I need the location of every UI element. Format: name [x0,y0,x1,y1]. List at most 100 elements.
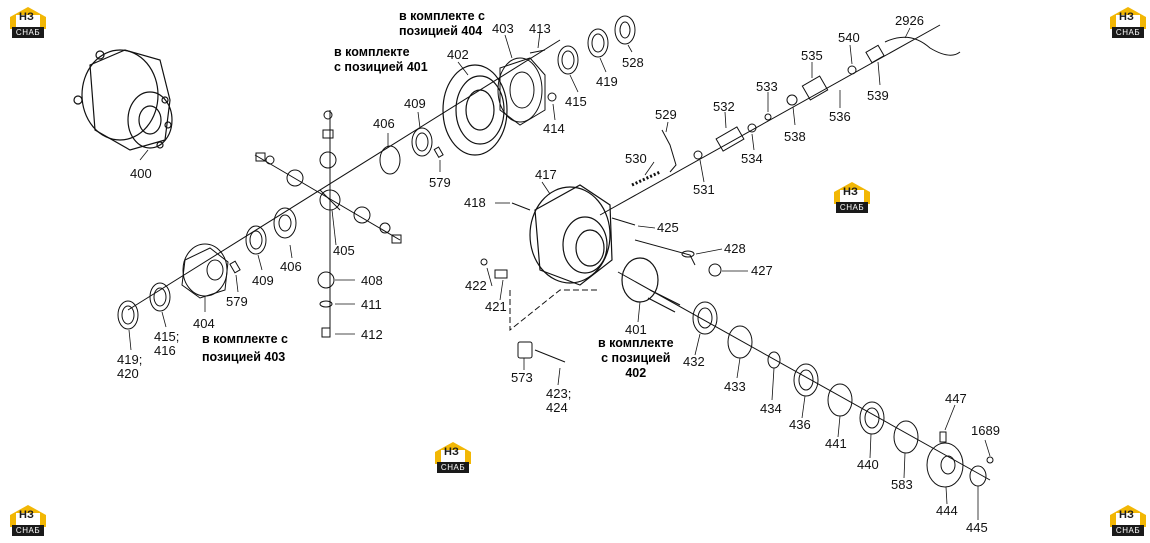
label-401: 401 [625,322,647,337]
part-417-housing [529,184,613,286]
label-579-left: 579 [226,294,248,309]
label-444: 444 [936,503,958,518]
label-573: 573 [511,370,533,385]
logo-house-icon [834,182,870,204]
part-428-oring [681,250,695,258]
label-530: 530 [625,151,647,166]
part-409-washer-right [411,127,433,157]
label-414: 414 [543,121,565,136]
label-531: 531 [693,182,715,197]
left-assembly-axis [127,39,561,311]
part-419-ring-top [587,28,609,58]
part-408-gear-top [319,151,337,169]
label-428: 428 [724,241,746,256]
part-529-fork [661,129,677,173]
label-2926: 2926 [895,13,924,28]
part-573-sleeve [517,341,533,359]
label-400: 400 [130,166,152,181]
part-531-washer [693,150,703,160]
part-583-shield [893,420,919,454]
shift-axis [599,24,941,216]
part-413-bolt [529,49,546,54]
label-433: 433 [724,379,746,394]
label-425: 425 [657,220,679,235]
logo-sub: СНАБ [1112,27,1144,38]
label-447: 447 [945,391,967,406]
label-421: 421 [485,299,507,314]
label-415: 415 [565,94,587,109]
part-441-shim [827,383,853,417]
part-532-shaft [715,126,745,152]
part-530-spring [631,170,661,187]
logo-house-icon [10,7,46,29]
label-405: 405 [333,243,355,258]
label-409-right: 409 [404,96,426,111]
part-534-ring [747,123,757,133]
pinion-axis [617,271,991,481]
part-436-bearing [793,363,819,397]
label-409-left: 409 [252,273,274,288]
part-1689-screw [986,456,994,464]
part-433-washer [727,325,753,359]
label-411: 411 [361,297,382,312]
label-535: 535 [801,48,823,63]
part-422-screw [480,258,488,266]
part-528-bearing [614,15,636,45]
logo-sub: СНАБ [12,525,44,536]
label-402: 402 [447,47,469,62]
label-406-left: 406 [280,259,302,274]
part-579-pin-right [433,146,444,159]
part-408-gear-bottom [317,271,335,289]
part-411-washer [319,300,333,308]
label-529: 529 [655,107,677,122]
label-540: 540 [838,30,860,45]
brand-logo: НЗ СНАБ [433,440,473,474]
label-536: 536 [829,109,851,124]
label-419: 419 [596,74,618,89]
part-579-pin-left [229,260,241,274]
logo-house-icon [435,442,471,464]
label-445: 445 [966,520,988,535]
part-434-ring [767,351,781,369]
part-405-spider [319,189,341,211]
part-402-ring-gear [442,64,508,156]
part-419-ring [117,300,139,330]
brand-logo: НЗ СНАБ [8,503,48,537]
logo-sub: СНАБ [437,462,469,473]
part-2926-cable [884,36,961,56]
label-440: 440 [857,457,879,472]
brand-logo: НЗ СНАБ [1108,5,1148,39]
part-535-sensor [801,75,829,101]
brand-logo: НЗ СНАБ [1108,503,1148,537]
label-434: 434 [760,401,782,416]
logo-brand: НЗ [1119,509,1134,521]
part-423-bolt [534,349,566,363]
logo-house-icon [1110,7,1146,29]
dashed-link-1 [509,289,600,332]
logo-brand: НЗ [19,11,34,23]
brand-logo: НЗ СНАБ [832,180,872,214]
label-538: 538 [784,129,806,144]
label-441: 441 [825,436,847,451]
part-414-nut [547,92,557,102]
note-with-403: в комплекте с позицией 403 [202,332,288,364]
label-528: 528 [622,55,644,70]
logo-sub: СНАБ [12,27,44,38]
logo-house-icon [10,505,46,527]
part-447-bolt [939,431,947,443]
label-534: 534 [741,151,763,166]
label-422: 422 [465,278,487,293]
part-540-ring [847,65,857,75]
part-538-ring [786,94,798,106]
part-415-bearing [149,282,171,312]
label-1689: 1689 [971,423,1000,438]
part-404-case [181,243,229,299]
part-421-bracket [494,269,508,279]
label-432: 432 [683,354,705,369]
label-406-right: 406 [373,116,395,131]
part-415-bearing-top [557,45,579,75]
label-412: 412 [361,327,383,342]
label-532: 532 [713,99,735,114]
